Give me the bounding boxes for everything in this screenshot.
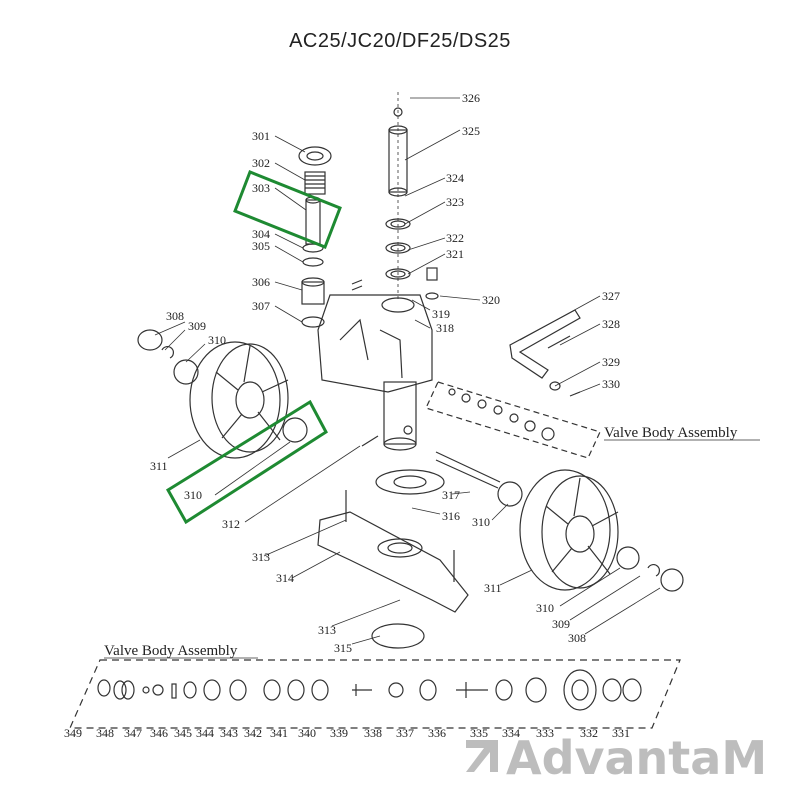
callout-310-right-top: 310 <box>472 515 490 529</box>
callout-332: 332 <box>580 726 598 740</box>
callout-319: 319 <box>432 307 450 321</box>
callout-311-left: 311 <box>150 459 168 473</box>
callout-347: 347 <box>124 726 142 740</box>
callout-labels: 326 325 324 323 322 321 320 319 318 327 … <box>64 91 630 740</box>
callout-346: 346 <box>150 726 168 740</box>
callout-310-left-bottom: 310 <box>184 488 202 502</box>
callout-336: 336 <box>428 726 446 740</box>
right-wheel <box>497 469 684 592</box>
advantam-logo-icon <box>466 740 498 772</box>
section-label-upper: Valve Body Assembly <box>604 425 738 441</box>
callout-334: 334 <box>502 726 520 740</box>
callout-345: 345 <box>174 726 192 740</box>
callout-304: 304 <box>252 227 270 241</box>
callout-301: 301 <box>252 129 270 143</box>
callout-313-bottom: 313 <box>318 623 336 637</box>
callout-342: 342 <box>244 726 262 740</box>
upper-valve-assembly <box>425 381 601 459</box>
callout-325: 325 <box>462 124 480 138</box>
callout-337: 337 <box>396 726 414 740</box>
callout-318: 318 <box>436 321 454 335</box>
callout-335: 335 <box>470 726 488 740</box>
callout-302: 302 <box>252 156 270 170</box>
base-frame <box>317 490 469 649</box>
callout-348: 348 <box>96 726 114 740</box>
watermark-text: AdvantaM <box>506 731 767 785</box>
axle-parts <box>361 435 501 495</box>
callout-321: 321 <box>446 247 464 261</box>
callout-329: 329 <box>602 355 620 369</box>
callout-314: 314 <box>276 571 294 585</box>
callout-324: 324 <box>446 171 464 185</box>
callout-339: 339 <box>330 726 348 740</box>
callout-328: 328 <box>602 317 620 331</box>
callout-306: 306 <box>252 275 270 289</box>
callout-311-right: 311 <box>484 581 502 595</box>
section-label-lower: Valve Body Assembly <box>104 643 238 659</box>
callout-343: 343 <box>220 726 238 740</box>
callout-340: 340 <box>298 726 316 740</box>
callout-309-right: 309 <box>552 617 570 631</box>
callout-309-left: 309 <box>188 319 206 333</box>
left-wheel <box>137 329 308 459</box>
callout-317: 317 <box>442 488 460 502</box>
callout-341: 341 <box>270 726 288 740</box>
callout-344: 344 <box>196 726 214 740</box>
callout-322: 322 <box>446 231 464 245</box>
callout-331: 331 <box>612 726 630 740</box>
callout-303: 303 <box>252 181 270 195</box>
callout-310-right-bottom: 310 <box>536 601 554 615</box>
callout-305: 305 <box>252 239 270 253</box>
callout-313-top: 313 <box>252 550 270 564</box>
callout-308-left: 308 <box>166 309 184 323</box>
callout-338: 338 <box>364 726 382 740</box>
callout-310-left-top: 310 <box>208 333 226 347</box>
highlight-box-310 <box>165 399 328 525</box>
highlight-box-303 <box>233 170 342 249</box>
callout-308-right: 308 <box>568 631 586 645</box>
callout-326: 326 <box>462 91 480 105</box>
callout-323: 323 <box>446 195 464 209</box>
callout-307: 307 <box>252 299 270 313</box>
callout-349: 349 <box>64 726 82 740</box>
callout-333: 333 <box>536 726 554 740</box>
callout-315: 315 <box>334 641 352 655</box>
release-lever <box>509 309 581 397</box>
pump-column <box>351 92 439 300</box>
callout-312: 312 <box>222 517 240 531</box>
leader-lines <box>154 97 661 645</box>
callout-330: 330 <box>602 377 620 391</box>
callout-320: 320 <box>482 293 500 307</box>
lower-valve-assembly <box>69 659 681 729</box>
callout-327: 327 <box>602 289 620 303</box>
callout-316: 316 <box>442 509 460 523</box>
diagram-title: AC25/JC20/DF25/DS25 <box>289 30 511 52</box>
pump-housing <box>317 294 433 451</box>
